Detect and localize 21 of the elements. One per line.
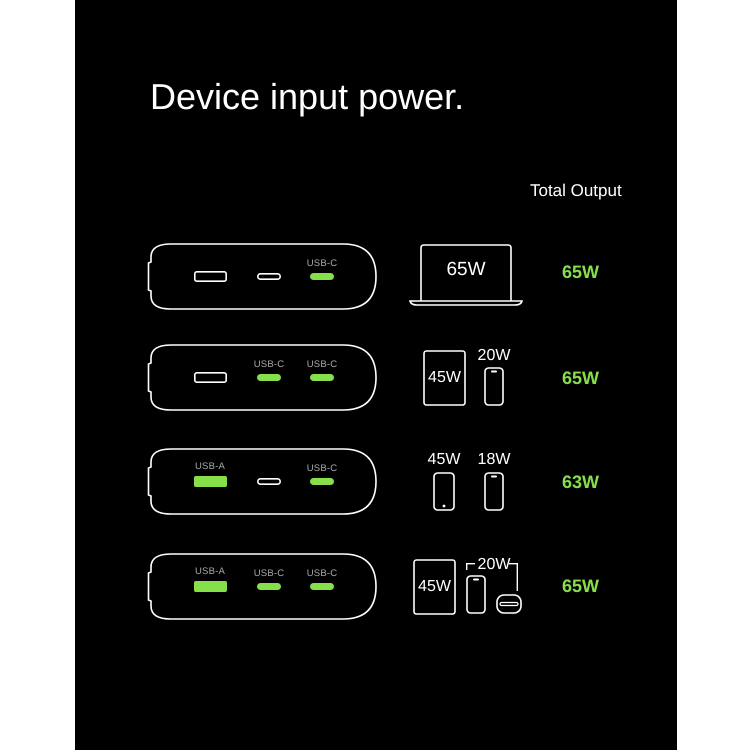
port-label: USB-A [194,460,226,472]
port-label: USB-C [306,258,338,268]
total-output-value: 63W [562,472,600,492]
wattage-label: 65W [445,259,487,281]
port-label: USB-A [194,566,226,576]
total-output-value: 65W [562,368,600,388]
wattage-label: 18W [477,452,511,467]
wattage-label: 20W [477,557,511,572]
port-label: USB-C [306,358,338,370]
wattage-label: 45W [427,452,461,467]
total-output-value: 65W [562,262,600,282]
column-heading: Total Output [530,181,622,200]
title: Device input power. [150,77,464,117]
wattage-label: 20W [477,348,511,363]
port-label: USB-C [306,462,338,474]
wattage-label: 45W [417,577,452,597]
port-label: USB-C [252,358,286,370]
port-label: USB-C [252,568,286,578]
wattage-label: 45W [427,368,462,388]
port-label: USB-C [306,568,338,578]
total-output-value: 65W [562,576,600,596]
